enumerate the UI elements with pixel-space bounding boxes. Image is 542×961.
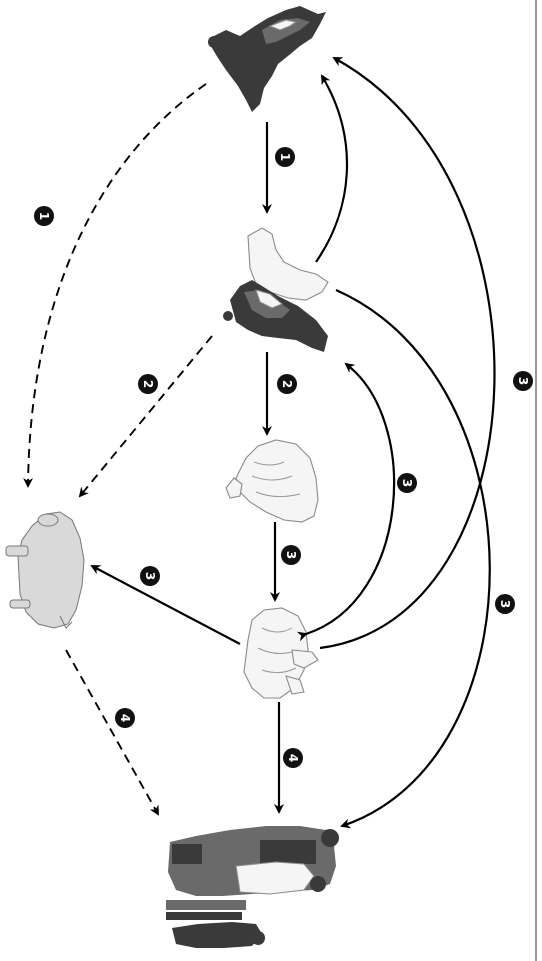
hen-icon xyxy=(226,440,318,522)
svg-text:3: 3 xyxy=(516,377,530,385)
arrow-chicken-to-pig xyxy=(92,566,240,644)
edge-label-chicken-pig: 3 xyxy=(140,566,160,586)
edge-label-chicken-bird: 3 xyxy=(513,371,533,391)
domestic-goose-icon xyxy=(223,228,328,352)
svg-text:1: 1 xyxy=(278,153,292,161)
edge-label-goose-humans: 3 xyxy=(495,594,515,614)
svg-text:3: 3 xyxy=(498,600,512,608)
edge-label-bird-pig: 1 xyxy=(34,206,54,226)
arrow-chicken-to-goose xyxy=(306,364,394,634)
people-group-icon xyxy=(166,826,339,948)
edge-label-goose-pig: 2 xyxy=(138,374,158,394)
svg-text:4: 4 xyxy=(118,714,132,722)
wild-bird-icon xyxy=(208,6,326,112)
svg-text:3: 3 xyxy=(143,572,157,580)
arrow-pig-to-humans xyxy=(66,650,158,814)
edge-label-bird-goose: 1 xyxy=(275,147,295,167)
chicken-icon xyxy=(244,608,318,698)
svg-text:4: 4 xyxy=(286,754,300,762)
edge-label-hen-chicken: 3 xyxy=(281,545,301,565)
svg-text:3: 3 xyxy=(400,479,414,487)
svg-text:3: 3 xyxy=(284,551,298,559)
edge-label-chicken-humans: 4 xyxy=(283,748,303,768)
arrow-goose-to-pig xyxy=(80,336,212,496)
svg-text:1: 1 xyxy=(37,212,51,220)
edge-label-goose-hen: 2 xyxy=(277,374,297,394)
svg-text:2: 2 xyxy=(280,380,294,388)
pig-icon xyxy=(6,512,84,628)
arrow-goose-to-bird xyxy=(316,76,347,262)
edge-label-pig-humans: 4 xyxy=(115,708,135,728)
svg-text:2: 2 xyxy=(141,380,155,388)
arrow-goose-to-humans xyxy=(336,290,490,826)
edge-label-chicken-goose: 3 xyxy=(397,473,417,493)
arrow-bird-to-pig xyxy=(28,84,206,486)
